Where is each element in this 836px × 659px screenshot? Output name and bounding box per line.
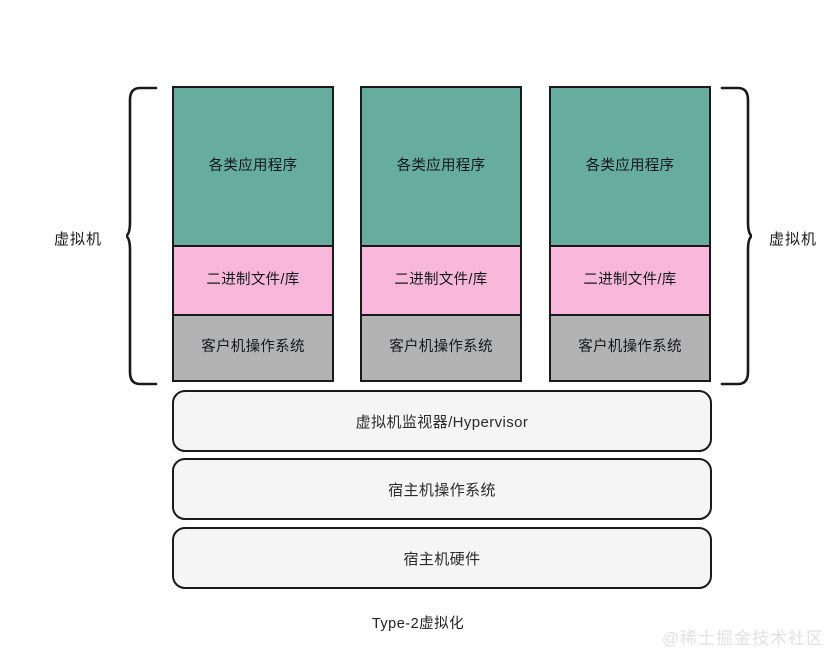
vm-bins-libs-block: 二进制文件/库	[172, 245, 334, 316]
hypervisor-layer: 虚拟机监视器/Hypervisor	[172, 390, 712, 452]
left-vm-brace-label: 虚拟机	[54, 231, 103, 248]
host-os-layer: 宿主机操作系统	[172, 458, 712, 520]
watermark: @稀土掘金技术社区	[661, 629, 824, 648]
vm-guest-os-block: 客户机操作系统	[172, 314, 334, 382]
vm-bins-libs-block: 二进制文件/库	[360, 245, 522, 316]
vm-apps-block: 各类应用程序	[360, 86, 522, 247]
right-vm-brace	[718, 86, 752, 386]
vm-column: 各类应用程序 二进制文件/库 客户机操作系统	[549, 86, 711, 382]
host-hardware-layer: 宿主机硬件	[172, 527, 712, 589]
right-vm-brace-label: 虚拟机	[769, 231, 818, 248]
vm-column: 各类应用程序 二进制文件/库 客户机操作系统	[360, 86, 522, 382]
left-vm-brace	[126, 86, 160, 386]
vm-bins-libs-block: 二进制文件/库	[549, 245, 711, 316]
vm-apps-block: 各类应用程序	[549, 86, 711, 247]
vm-guest-os-block: 客户机操作系统	[360, 314, 522, 382]
vm-guest-os-block: 客户机操作系统	[549, 314, 711, 382]
vm-apps-block: 各类应用程序	[172, 86, 334, 247]
diagram-caption: Type-2虚拟化	[371, 616, 465, 632]
vm-column: 各类应用程序 二进制文件/库 客户机操作系统	[172, 86, 334, 382]
